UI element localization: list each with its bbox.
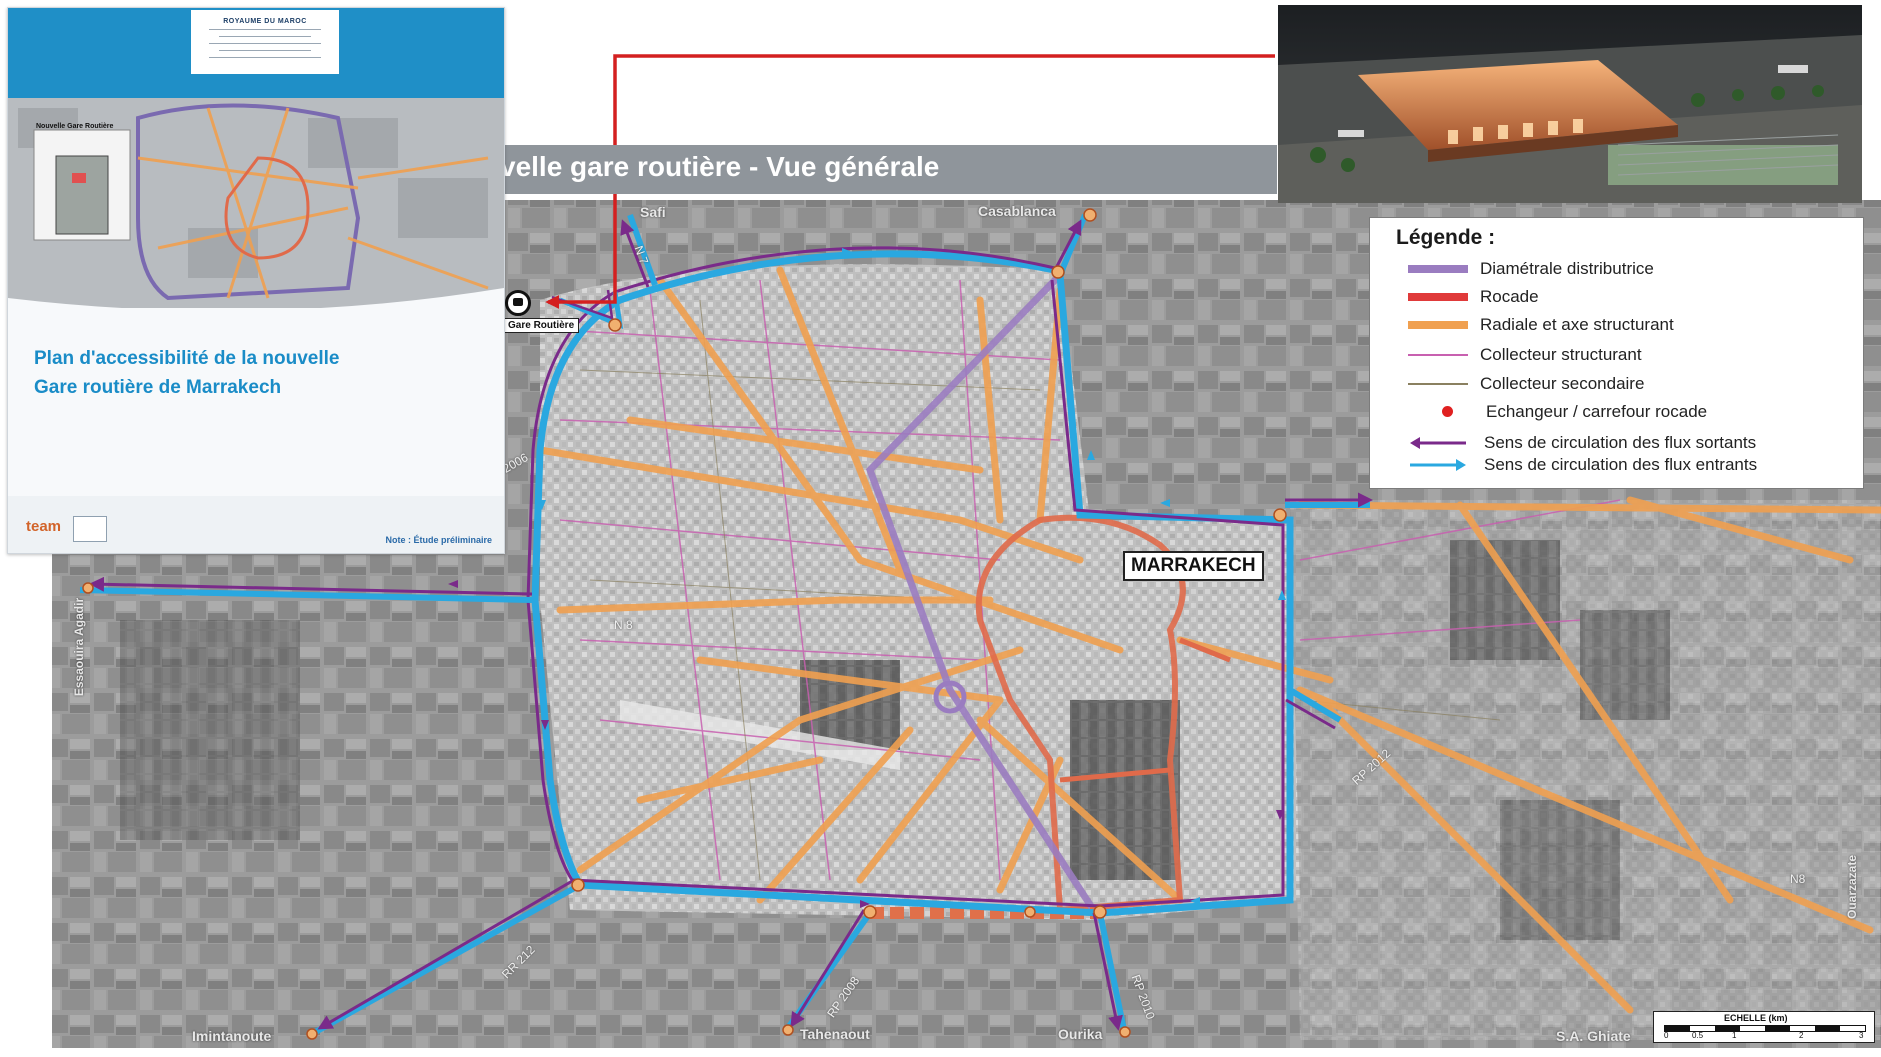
legend-label: Echangeur / carrefour rocade	[1486, 402, 1708, 421]
legend-item-echangeur: Echangeur / carrefour rocade	[1408, 399, 1858, 425]
station-label: Gare Routière	[503, 318, 580, 333]
road-label-n8-west: N 8	[614, 618, 633, 632]
legend-label: Radiale et axe structurant	[1480, 315, 1674, 334]
legend-label: Sens de circulation des flux entrants	[1484, 455, 1758, 474]
medina-ring	[975, 514, 1186, 914]
legend-item-rocade: Rocade	[1408, 284, 1858, 310]
cover-title-line2: Gare routière de Marrakech	[34, 377, 282, 398]
scale-tick: 0	[1664, 1031, 1669, 1040]
cover-map-thumbnail	[8, 98, 504, 318]
legend-arrow-right	[1410, 459, 1466, 471]
legend-label: Collecteur structurant	[1480, 345, 1642, 364]
scale-title: ECHELLE (km)	[1724, 1013, 1788, 1023]
legend-label: Rocade	[1480, 287, 1539, 306]
legend-swatch	[1408, 321, 1468, 329]
legend-dot	[1442, 406, 1453, 417]
legend-swatch	[1408, 293, 1468, 301]
legend-swatch	[1408, 383, 1468, 385]
cover-title: Plan d'accessibilité de la nouvelle Gare…	[34, 344, 474, 402]
page-title: velle gare routière - Vue générale	[500, 151, 940, 182]
cover-header-text: ROYAUME DU MAROC	[223, 18, 307, 25]
city-label-marrakech: MARRAKECH	[1123, 551, 1264, 581]
scale-tick: 2	[1799, 1031, 1804, 1040]
place-essaouira-agadir: Essaouira Agadir	[72, 597, 87, 697]
station-rendering-image	[1278, 5, 1862, 203]
place-safi: Safi	[640, 204, 666, 220]
place-tahenaout: Tahenaout	[800, 1026, 870, 1042]
scale-bar: ECHELLE (km) 0 0.5 1 2 3	[1653, 1011, 1875, 1043]
cover-title-line1: Plan d'accessibilité de la nouvelle	[34, 348, 340, 369]
legend-swatch	[1408, 265, 1468, 273]
cover-note: Note : Étude préliminaire	[385, 535, 492, 545]
legend-title: Légende :	[1396, 226, 1496, 249]
legend-swatch	[1408, 354, 1468, 356]
airport-runway	[620, 700, 900, 770]
legend-item-diametrale: Diamétrale distributrice	[1408, 256, 1858, 282]
legend-item-collecteur-secondaire: Collecteur secondaire	[1408, 371, 1858, 397]
place-sa-ghiate: S.A. Ghiate	[1556, 1028, 1631, 1044]
cover-page: ROYAUME DU MAROC Nouvelle Gare Routière …	[7, 7, 505, 554]
legend-label: Collecteur secondaire	[1480, 374, 1645, 393]
legend-item-radiale: Radiale et axe structurant	[1408, 312, 1858, 338]
scale-tick: 0.5	[1692, 1031, 1704, 1040]
legend-item-flux-entrants: Sens de circulation des flux entrants	[1408, 452, 1858, 478]
scale-tick: 3	[1859, 1031, 1864, 1040]
scale-strip	[1664, 1025, 1866, 1032]
legend-label: Diamétrale distributrice	[1480, 259, 1654, 278]
road-label-n8-east: N8	[1790, 872, 1806, 886]
scale-tick: 1	[1732, 1031, 1737, 1040]
legend-label: Sens de circulation des flux sortants	[1484, 433, 1757, 452]
legend-item-collecteur-structurant: Collecteur structurant	[1408, 342, 1858, 368]
cover-header: ROYAUME DU MAROC	[191, 10, 339, 74]
place-imintanoute: Imintanoute	[192, 1028, 272, 1044]
title-banner	[503, 145, 1277, 194]
cover-inset-label: Nouvelle Gare Routière	[36, 123, 114, 130]
radial-roads	[536, 266, 1881, 1014]
place-ourika: Ourika	[1058, 1026, 1103, 1042]
place-casablanca: Casablanca	[978, 203, 1056, 219]
cover-logo-mark	[73, 516, 107, 542]
cover-logo: team	[26, 518, 62, 535]
legend-item-flux-sortants: Sens de circulation des flux sortants	[1408, 430, 1858, 456]
bus-station-icon[interactable]	[505, 290, 531, 316]
diametrale-road	[865, 272, 1103, 922]
map-legend: Légende : Diamétrale distributrice Rocad…	[1369, 217, 1864, 489]
legend-arrow-left	[1410, 437, 1466, 449]
place-ouarzazate: Ouarzazate	[1845, 854, 1860, 920]
echangeurs	[82, 208, 1287, 1040]
